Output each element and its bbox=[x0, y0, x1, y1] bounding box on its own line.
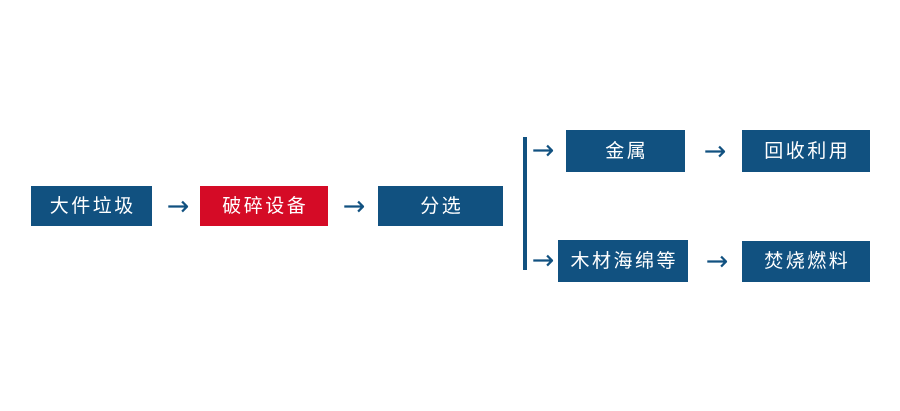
arrow-right-icon-branch-top: → bbox=[531, 134, 555, 166]
node-incineration-fuel[interactable]: 焚烧燃料 bbox=[742, 241, 870, 282]
node-metal[interactable]: 金属 bbox=[566, 130, 685, 172]
arrow-right-icon-4: → bbox=[705, 245, 729, 277]
branch-spine-divider bbox=[523, 137, 527, 270]
arrow-right-icon-branch-bottom: → bbox=[531, 244, 555, 276]
node-wood-sponge-etc[interactable]: 木材海绵等 bbox=[558, 240, 688, 282]
node-bulky-waste[interactable]: 大件垃圾 bbox=[31, 186, 152, 226]
arrow-right-icon-3: → bbox=[703, 135, 727, 167]
node-recycling-reuse[interactable]: 回收利用 bbox=[742, 130, 870, 172]
node-crusher-equipment[interactable]: 破碎设备 bbox=[200, 186, 328, 226]
arrow-right-icon-1: → bbox=[166, 190, 190, 222]
arrow-right-icon-2: → bbox=[342, 190, 366, 222]
node-sorting[interactable]: 分选 bbox=[378, 186, 503, 226]
